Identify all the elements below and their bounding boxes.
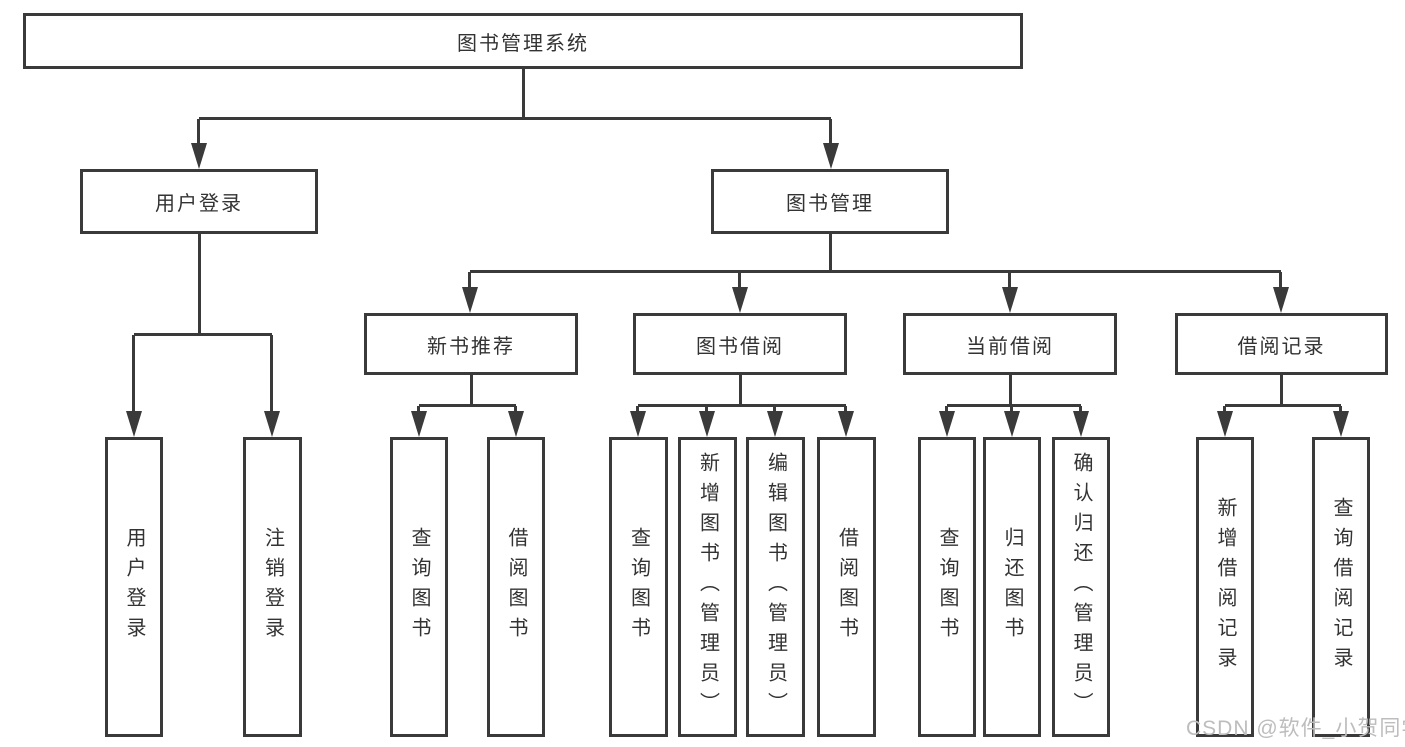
down-arrow-icon: [939, 406, 955, 437]
node-book-management: 图书管理: [711, 169, 949, 234]
leaf-confirm-return-admin-label: 确认归还（管理员）: [1070, 452, 1092, 722]
down-arrow-icon: [838, 406, 854, 437]
down-arrow-icon: [1333, 406, 1349, 437]
leaf-edit-books-admin: 编辑图书（管理员）: [746, 437, 805, 737]
node-library-system-label: 图书管理系统: [457, 32, 589, 55]
leaf-add-books-admin-label: 新增图书（管理员）: [696, 452, 719, 722]
down-arrow-icon: [823, 119, 839, 169]
down-arrow-icon: [630, 406, 646, 437]
down-arrow-icon: [1004, 406, 1020, 437]
down-arrow-icon: [264, 335, 280, 437]
node-borrow-records: 借阅记录: [1175, 313, 1388, 375]
down-arrow-icon: [732, 272, 748, 313]
down-arrow-icon: [508, 406, 524, 437]
connector-hline: [947, 404, 1081, 407]
leaf-return-books-label: 归还图书: [1001, 527, 1023, 647]
leaf-query-books-recommend-label: 查询图书: [408, 527, 430, 647]
leaf-borrow-books-recommend: 借阅图书: [487, 437, 545, 737]
connector-hline: [638, 404, 846, 407]
leaf-user-login-label: 用户登录: [123, 527, 145, 647]
leaf-add-borrow-record-label: 新增借阅记录: [1214, 497, 1236, 677]
connector-vline: [829, 234, 832, 272]
node-borrow-records-label: 借阅记录: [1237, 335, 1326, 358]
connector-vline: [1009, 375, 1012, 406]
connector-vline: [198, 234, 201, 335]
leaf-user-login: 用户登录: [105, 437, 163, 737]
node-user-login: 用户登录: [80, 169, 318, 234]
leaf-add-books-admin: 新增图书（管理员）: [678, 437, 737, 737]
leaf-query-books-borrowing: 查询图书: [609, 437, 668, 737]
down-arrow-icon: [699, 406, 715, 437]
down-arrow-icon: [1273, 272, 1289, 313]
connector-hline: [419, 404, 516, 407]
down-arrow-icon: [1217, 406, 1233, 437]
leaf-query-books-borrowing-label: 查询图书: [627, 527, 650, 647]
node-book-borrowing-label: 图书借阅: [696, 335, 784, 358]
leaf-add-borrow-record: 新增借阅记录: [1196, 437, 1254, 737]
leaf-edit-books-admin-label: 编辑图书（管理员）: [764, 452, 787, 722]
connector-vline: [522, 69, 525, 119]
down-arrow-icon: [767, 406, 783, 437]
node-new-book-recommend: 新书推荐: [364, 313, 578, 375]
down-arrow-icon: [126, 335, 142, 437]
node-book-borrowing: 图书借阅: [633, 313, 847, 375]
leaf-query-books-recommend: 查询图书: [390, 437, 448, 737]
down-arrow-icon: [1002, 272, 1018, 313]
node-library-system: 图书管理系统: [23, 13, 1023, 69]
leaf-return-books: 归还图书: [983, 437, 1041, 737]
leaf-borrow-books-label: 借阅图书: [835, 527, 858, 647]
connector-hline: [470, 270, 1281, 273]
connector-hline: [134, 333, 272, 336]
leaf-logout-login: 注销登录: [243, 437, 302, 737]
leaf-query-borrow-record-label: 查询借阅记录: [1330, 497, 1352, 677]
connector-vline: [1280, 375, 1283, 406]
down-arrow-icon: [191, 119, 207, 169]
leaf-borrow-books-recommend-label: 借阅图书: [505, 527, 527, 647]
csdn-watermark: CSDN @软件_小贺同学: [1186, 717, 1405, 740]
node-current-borrowing-label: 当前借阅: [966, 335, 1054, 358]
leaf-logout-login-label: 注销登录: [261, 527, 284, 647]
leaf-borrow-books: 借阅图书: [817, 437, 876, 737]
node-current-borrowing: 当前借阅: [903, 313, 1117, 375]
down-arrow-icon: [462, 272, 478, 313]
connector-vline: [470, 375, 473, 406]
down-arrow-icon: [1073, 406, 1089, 437]
leaf-confirm-return-admin: 确认归还（管理员）: [1052, 437, 1110, 737]
down-arrow-icon: [411, 406, 427, 437]
leaf-query-books-current: 查询图书: [918, 437, 976, 737]
connector-hline: [1225, 404, 1341, 407]
leaf-query-books-current-label: 查询图书: [936, 527, 958, 647]
node-new-book-recommend-label: 新书推荐: [427, 335, 515, 358]
node-book-management-label: 图书管理: [786, 193, 874, 215]
connector-vline: [739, 375, 742, 406]
node-user-login-label: 用户登录: [155, 193, 243, 215]
leaf-query-borrow-record: 查询借阅记录: [1312, 437, 1370, 737]
connector-hline: [199, 117, 831, 120]
